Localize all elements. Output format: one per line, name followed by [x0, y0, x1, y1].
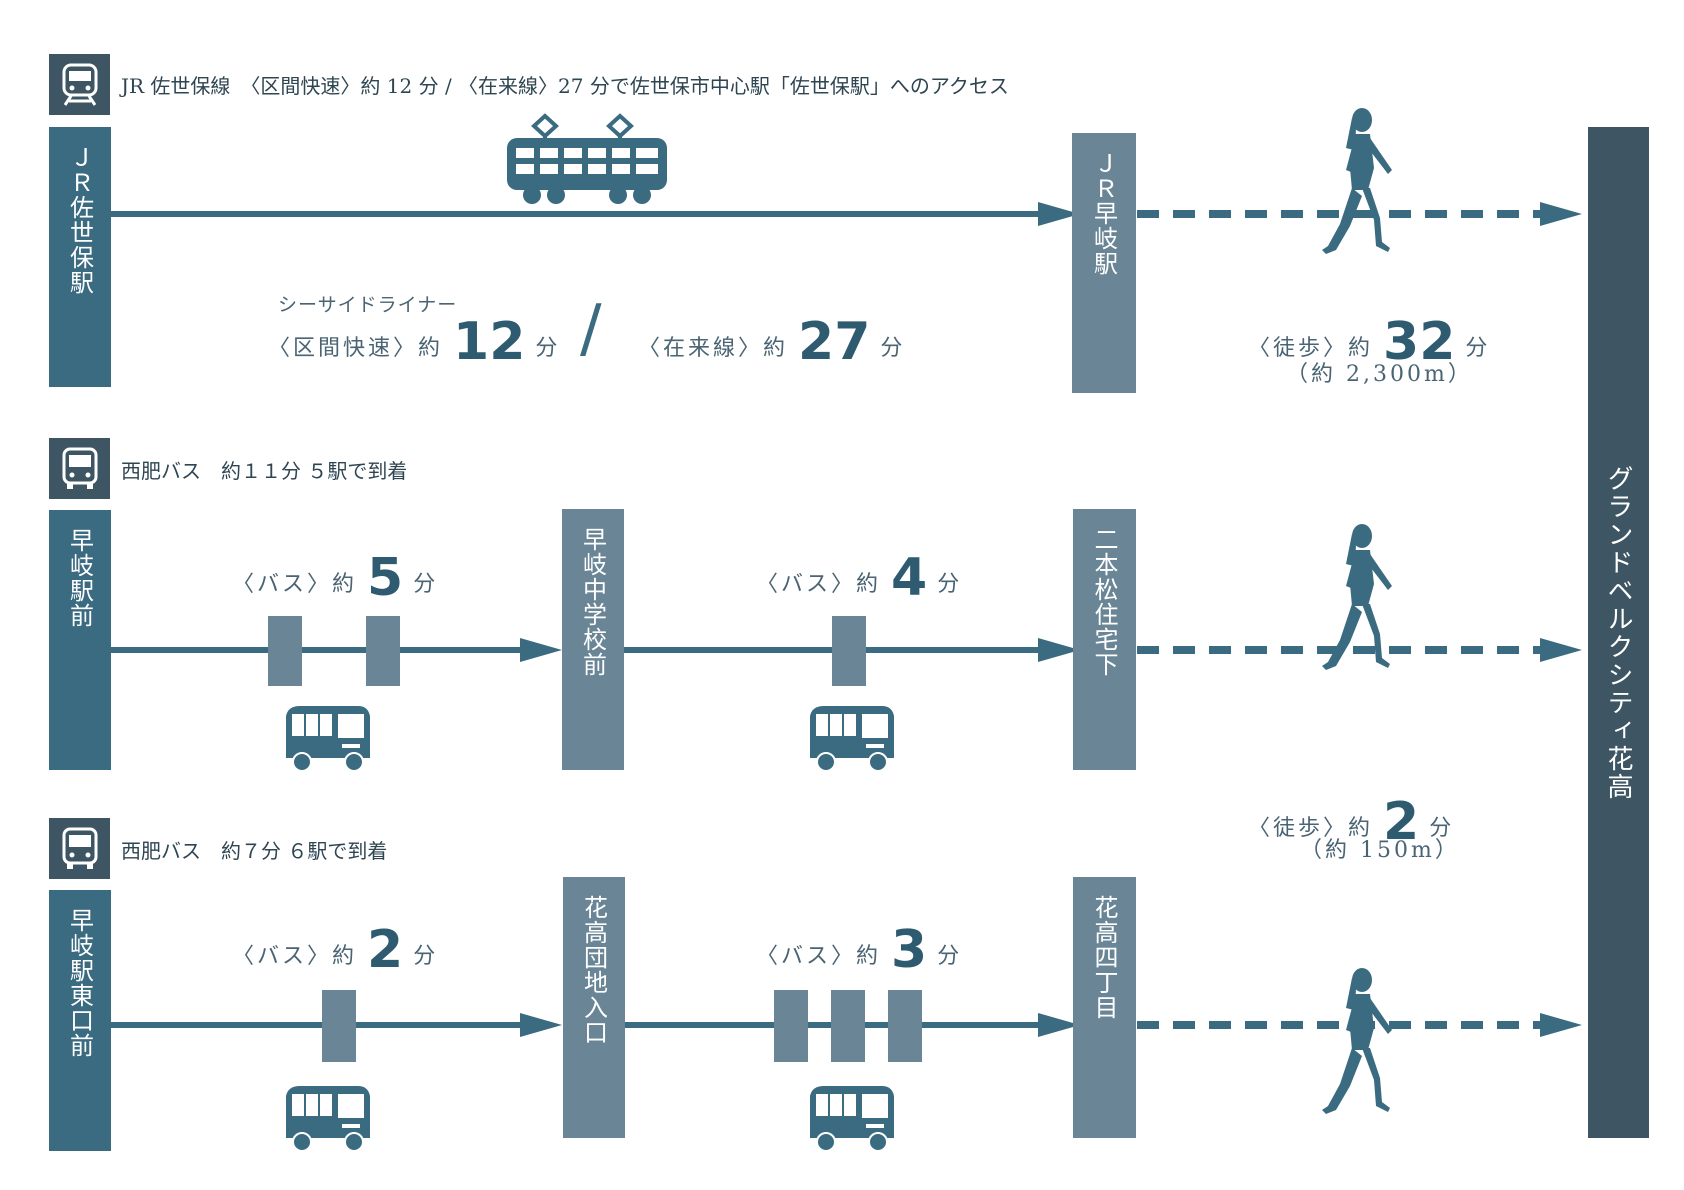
bus-stop-marker	[774, 990, 808, 1062]
station-jr-sasebo: ＪＲ佐世保駅	[49, 127, 111, 387]
bus-icon	[809, 705, 895, 772]
station-haiki-higashiguchi: 早岐駅東口前	[49, 890, 111, 1151]
liner-label: シーサイドライナー	[278, 294, 458, 316]
bus-stop-marker	[322, 990, 356, 1062]
bus-icon	[285, 705, 371, 772]
station-nihonmatsu: 二本松住宅下	[1073, 509, 1136, 770]
walk-distance-long: （約 2,300m）	[1286, 362, 1473, 387]
destination-grandbell-city-hanataka: グランドベルクシティ花高	[1588, 127, 1649, 1138]
route3-caption: 西肥バス 約７分 ６駅で到着	[121, 839, 388, 863]
route1-caption: JR 佐世保線 〈区間快速〉約 12 分 / 〈在来線〉27 分で佐世保市中心駅…	[121, 74, 1009, 98]
bus-icon	[809, 1085, 895, 1152]
station-haiki-chugakko: 早岐中学校前	[562, 509, 624, 770]
train-icon	[49, 54, 110, 115]
bus-stop-marker	[831, 990, 865, 1062]
walker-icon	[1322, 108, 1392, 254]
slash-separator: /	[580, 292, 602, 366]
bus-stop-marker	[268, 616, 302, 686]
station-jr-haiki: ＪＲ早岐駅	[1072, 133, 1136, 393]
route2-caption: 西肥バス 約１１分 ５駅で到着	[121, 459, 408, 483]
walk-distance-short: （約 150m）	[1300, 838, 1460, 863]
bus-stop-marker	[888, 990, 922, 1062]
bus-icon	[49, 818, 110, 879]
station-haiki-ekimae: 早岐駅前	[49, 510, 111, 770]
train-illustration-icon	[507, 113, 667, 204]
bus-icon	[49, 438, 110, 499]
station-hanataka-danchi: 花高団地入口	[563, 877, 625, 1138]
bus-icon	[285, 1085, 371, 1152]
walker-icon	[1322, 968, 1392, 1114]
bus-stop-marker	[832, 616, 866, 686]
bus-stop-marker	[366, 616, 400, 686]
station-hanataka-4chome: 花高四丁目	[1073, 877, 1136, 1138]
